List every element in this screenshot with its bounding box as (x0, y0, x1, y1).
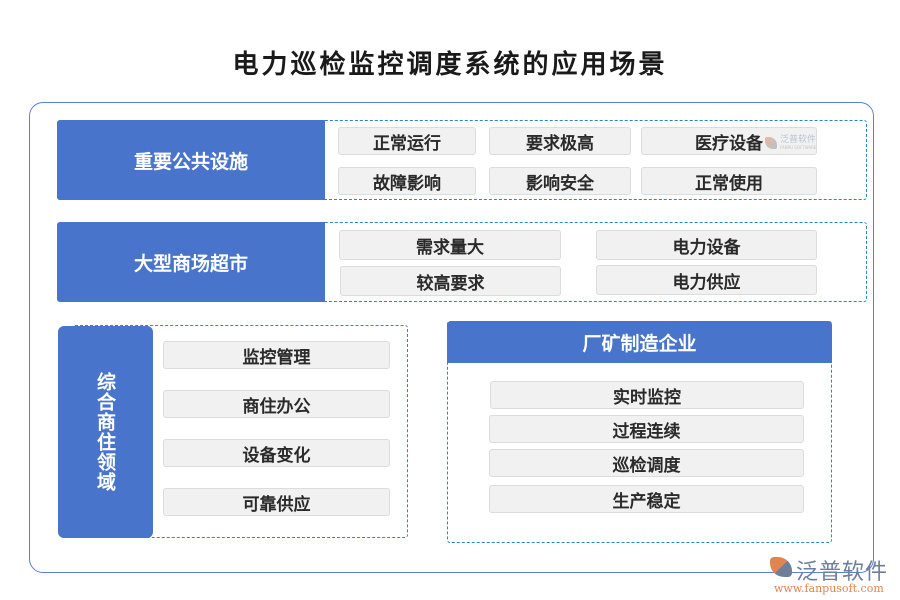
item-chip: 影响安全 (489, 167, 631, 195)
watermark-small-text: 泛普软件 (780, 135, 817, 145)
item-chip: 商住办公 (163, 390, 390, 418)
item-chip: 实时监控 (490, 381, 804, 409)
item-chip: 电力供应 (596, 265, 817, 295)
fanpu-leaf-icon (770, 557, 792, 577)
logo-url: www.fanpusoft.com (774, 582, 884, 595)
item-chip: 巡检调度 (489, 449, 804, 477)
item-chip: 设备变化 (163, 439, 390, 467)
item-chip: 正常运行 (338, 127, 476, 155)
item-chip: 要求极高 (489, 127, 631, 155)
fanpu-logo: 泛普软件 www.fanpusoft.com (770, 554, 895, 598)
section-heading-public-facilities: 重要公共设施 (57, 120, 325, 200)
item-chip: 医疗设备 (641, 127, 817, 155)
outer-frame (29, 102, 874, 573)
watermark-small-sub: FANPU SOFTWARE (780, 145, 817, 150)
section-heading-commercial-residential: 综合商住领域 (58, 326, 153, 538)
item-chip: 电力设备 (596, 230, 817, 260)
item-chip: 生产稳定 (489, 485, 804, 513)
item-chip: 需求量大 (339, 230, 561, 260)
item-chip: 正常使用 (641, 167, 817, 195)
logo-name: 泛普软件 (796, 560, 889, 585)
item-chip: 过程连续 (489, 415, 804, 443)
section-heading-shopping-malls: 大型商场超市 (57, 222, 325, 302)
item-chip: 较高要求 (340, 266, 561, 296)
item-chip: 监控管理 (163, 341, 390, 369)
section-heading-industrial-manufacturing: 厂矿制造企业 (447, 321, 832, 363)
fanpu-leaf-icon (765, 137, 777, 149)
page-title: 电力巡检监控调度系统的应用场景 (232, 50, 668, 80)
watermark-small: 泛普软件 FANPU SOFTWARE (765, 136, 816, 150)
item-chip: 故障影响 (338, 167, 476, 195)
item-chip: 可靠供应 (163, 488, 390, 516)
